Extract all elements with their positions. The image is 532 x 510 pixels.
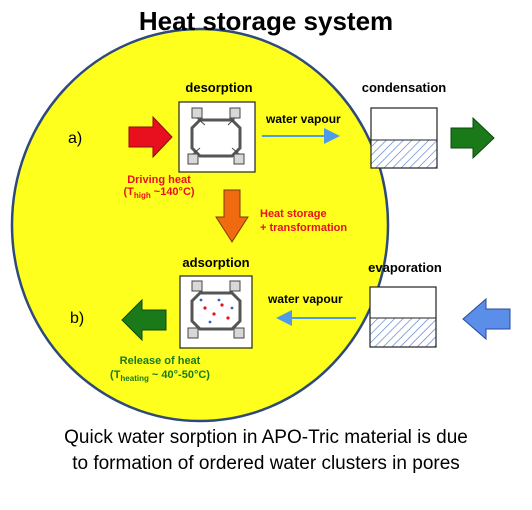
water-vapour-label-top: water vapour	[266, 112, 341, 126]
condensation-label: condensation	[361, 80, 447, 95]
red-arrow-icon	[128, 115, 173, 159]
page-title: Heat storage system	[138, 6, 394, 36]
water-vapour-label-bottom: water vapour	[268, 292, 343, 306]
evaporation-label: evaporation	[368, 260, 442, 275]
heat-storage-block: Heat storage + transformation	[260, 207, 347, 235]
adsorption-framework-icon	[187, 280, 245, 339]
release-heat-temp: (Theating ~ 40°-50°C)	[110, 369, 210, 384]
driving-heat-block: Driving heat (Thigh ~140°C)	[104, 174, 214, 200]
adsorption-label: adsorption	[182, 255, 250, 270]
green-left-arrow-icon	[121, 298, 167, 342]
water-molecules-icon	[199, 298, 234, 324]
release-heat-block: Release of heat (Theating ~ 40°-50°C)	[96, 354, 224, 386]
orange-down-arrow-icon	[215, 189, 249, 243]
heat-storage-line2: + transformation	[260, 222, 348, 234]
evaporation-water	[369, 317, 437, 348]
condensation-water	[370, 139, 438, 169]
release-heat-label: Release of heat	[119, 355, 201, 367]
caption-line1: Quick water sorption in APO-Tric materia…	[64, 427, 468, 448]
driving-heat-label: Driving heat	[127, 174, 191, 186]
row-label-a: a)	[68, 130, 83, 147]
heat-storage-line1: Heat storage	[260, 208, 327, 220]
blue-left-arrow-icon	[462, 297, 511, 341]
desorption-framework-icon	[187, 107, 245, 165]
green-right-arrow-icon	[450, 116, 495, 160]
caption-line2: to formation of ordered water clusters i…	[72, 453, 460, 474]
desorption-label: desorption	[185, 80, 253, 95]
row-label-b: b)	[70, 310, 85, 327]
yellow-circle	[10, 27, 390, 423]
driving-heat-temp: (Thigh ~140°C)	[123, 186, 195, 201]
caption: Quick water sorption in APO-Tric materia…	[0, 425, 532, 477]
